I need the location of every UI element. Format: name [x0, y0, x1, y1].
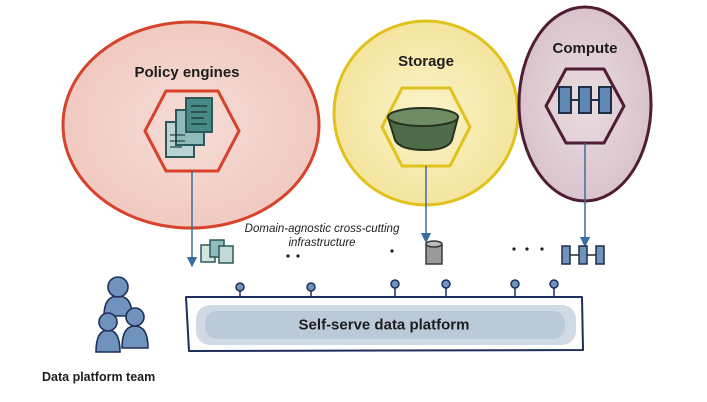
- infrastructure-caption: Domain-agnostic cross-cutting infrastruc…: [245, 222, 400, 250]
- compute-hexagon: [544, 67, 626, 145]
- storage-title: Storage: [398, 53, 454, 70]
- platform-pins: [235, 279, 559, 297]
- team-people-icon: [95, 276, 149, 353]
- platform-bar: [185, 296, 584, 352]
- policy-documents-icon: [165, 97, 213, 158]
- policy-engines-group: [61, 20, 321, 230]
- compute-title: Compute: [552, 40, 618, 57]
- compute-cluster-icon: [558, 86, 612, 114]
- infrastructure-caption-line1: Domain-agnostic cross-cutting: [244, 223, 400, 235]
- team-label: Data platform team: [42, 370, 156, 384]
- infrastructure-caption-line2: infrastructure: [288, 237, 356, 249]
- platform-label: Self-serve data platform: [298, 316, 470, 334]
- storage-bucket-icon: [386, 107, 460, 152]
- policy-engines-hexagon: [143, 89, 241, 173]
- infra-storage-icon: [425, 240, 443, 265]
- policy-engines-title: Policy engines: [134, 64, 240, 81]
- storage-hexagon: [380, 86, 472, 168]
- infra-policy-documents-icon: [200, 239, 234, 264]
- ellipsis-dots: [286, 247, 544, 258]
- infra-compute-icon: [561, 245, 605, 265]
